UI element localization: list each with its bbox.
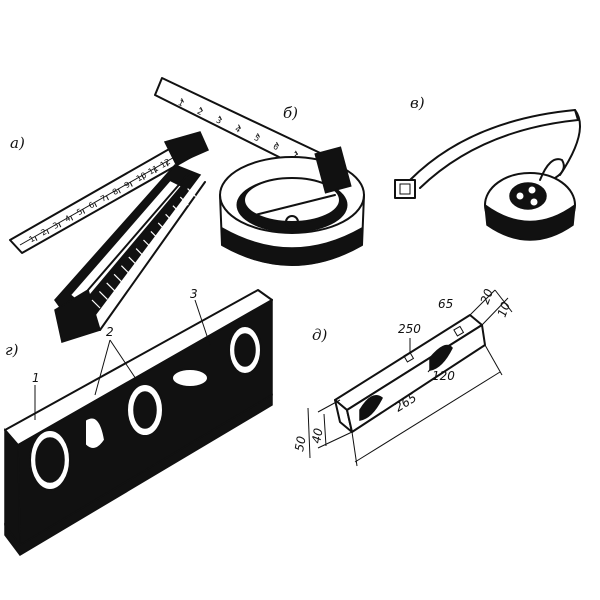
dim-120: 120: [432, 369, 455, 383]
tape-tick-3: 3: [215, 116, 223, 126]
upper-tick-mark: [46, 229, 50, 235]
dim-line-265: [354, 371, 501, 463]
hatch-line: [187, 188, 197, 198]
dim-50: 50: [292, 435, 309, 453]
folding-rule-hinge: [163, 131, 209, 165]
tape-tick-mark: [276, 141, 279, 147]
hatch-line: [157, 222, 167, 232]
upper-tick-8: 8: [111, 187, 120, 197]
hatch-line: [135, 248, 145, 258]
tape-case-clip: [314, 146, 352, 194]
hatch-line: [143, 239, 152, 249]
tape-tick-7: 7: [291, 151, 299, 161]
hatch-line: [106, 282, 116, 292]
hatch-line: [128, 256, 138, 266]
upper-tick-5: 5: [75, 207, 84, 217]
label-b: б): [283, 104, 298, 122]
dim-40: 40: [309, 427, 326, 445]
tape-tick-mark: [257, 133, 260, 138]
small-level: [307, 289, 513, 467]
level-screw: [84, 416, 106, 450]
upper-tick-11: 11: [147, 164, 160, 177]
tape-case-axle: [285, 215, 299, 229]
hatch-line: [165, 213, 175, 223]
upper-tick-mark: [34, 236, 38, 241]
dim-line-50: [307, 407, 311, 459]
label-d: д): [312, 326, 328, 344]
large-level: [4, 289, 273, 556]
label-a: а): [10, 134, 25, 152]
tape-tick-6: 6: [272, 142, 280, 152]
tape-tick-1: 1: [177, 98, 185, 108]
folding-rule-hatching: [91, 188, 197, 309]
upper-tick-mark: [117, 188, 121, 194]
tape-reel: [394, 109, 581, 241]
tape-tick-mark: [181, 98, 184, 103]
folding-rule: 12345678910111213: [9, 131, 209, 343]
upper-tick-9: 9: [123, 180, 132, 190]
upper-tick-mark: [129, 182, 133, 187]
tape-tick-5: 5: [253, 133, 261, 143]
upper-tick-mark: [106, 195, 109, 201]
upper-tick-4: 4: [63, 214, 72, 224]
reel-tape-end: [394, 179, 416, 199]
tape-tick-4: 4: [234, 124, 242, 134]
label-g: г): [5, 341, 19, 359]
reel-tape-strip: [409, 109, 579, 189]
level-window: [171, 368, 209, 388]
dim-20: 20: [478, 287, 497, 306]
small-level-vial-left: [359, 395, 383, 421]
upper-tick-12: 12: [159, 157, 172, 170]
hatch-line: [172, 205, 182, 215]
reel-hub: [509, 182, 547, 210]
label-v: в): [410, 94, 425, 112]
upper-tick-2: 2: [39, 227, 48, 237]
upper-tick-mark: [153, 168, 157, 174]
callout-2: 2: [106, 325, 114, 339]
dim-line-40: [323, 413, 327, 447]
tape-tick-mark: [200, 106, 203, 112]
callout-1: 1: [32, 371, 40, 385]
hatch-line: [150, 230, 160, 240]
hatch-line: [179, 196, 189, 206]
hatch-line: [113, 273, 123, 283]
dim-65: 65: [438, 297, 453, 311]
upper-tick-mark: [82, 209, 86, 214]
tape-tick-mark: [295, 150, 298, 156]
upper-tick-mark: [94, 202, 98, 208]
hatch-line: [91, 299, 101, 309]
upper-tick-mark: [141, 175, 145, 180]
tape-tick-mark: [219, 115, 222, 121]
reel-crank: [539, 158, 565, 181]
large-level-base: [4, 393, 273, 556]
tape-tick-2: 2: [196, 107, 204, 117]
reel-case-band: [484, 203, 576, 241]
upper-tick-mark: [70, 216, 74, 221]
upper-tick-3: 3: [51, 220, 60, 230]
hatch-line: [120, 265, 130, 275]
dim-250: 250: [398, 322, 421, 336]
upper-tick-7: 7: [99, 193, 108, 203]
hatch-line: [98, 290, 108, 300]
upper-tick-10: 10: [135, 171, 148, 184]
callout-3: 3: [190, 287, 198, 301]
dim-line-20: [494, 289, 513, 313]
upper-tick-1: 1: [28, 234, 37, 244]
upper-tick-6: 6: [87, 200, 96, 210]
tape-case-band: [221, 226, 363, 266]
upper-tick-mark: [58, 222, 62, 228]
tape-tick-mark: [238, 124, 241, 129]
dim-10: 10: [495, 300, 514, 319]
upper-tick-mark: [165, 161, 169, 167]
